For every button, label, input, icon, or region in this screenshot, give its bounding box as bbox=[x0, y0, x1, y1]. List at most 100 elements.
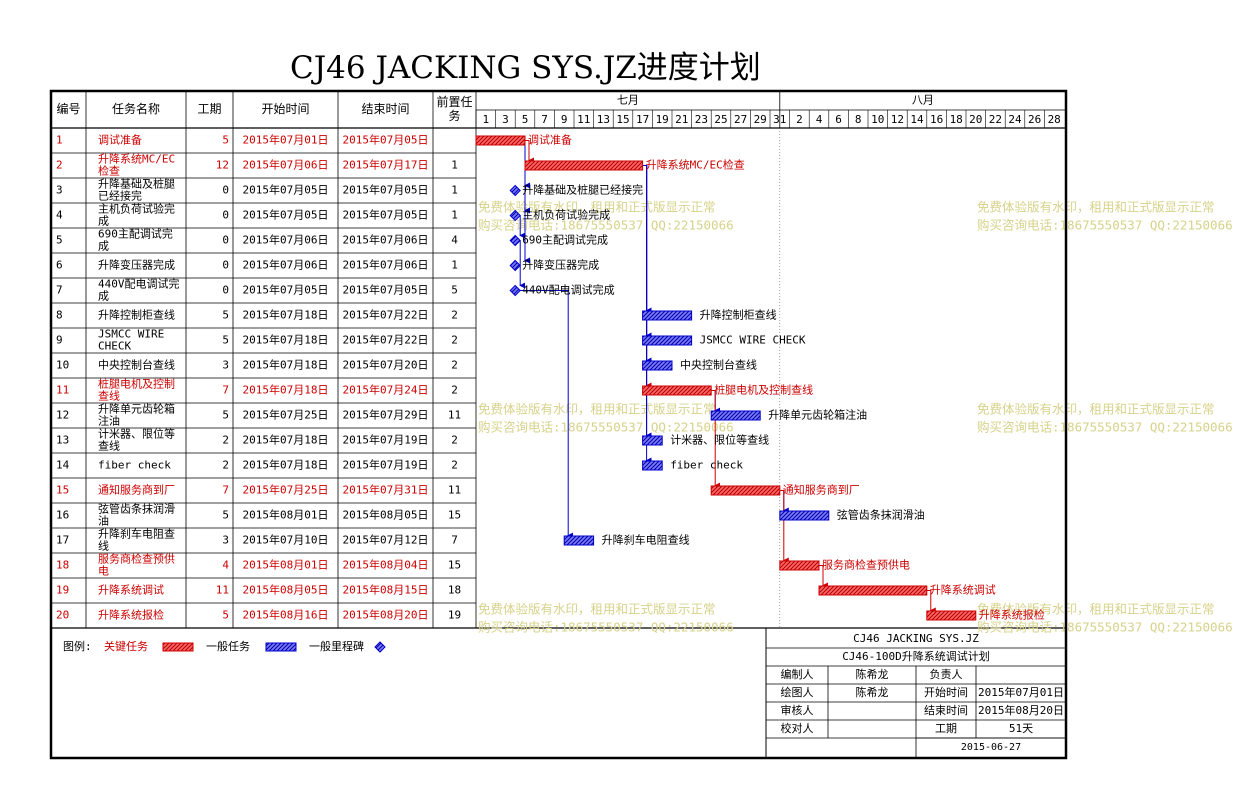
watermark-line-1: 免费体验版有水印，租用和正式版显示正常 bbox=[977, 602, 1215, 617]
task-start: 2015年07月05日 bbox=[243, 208, 329, 222]
task-start: 2015年07月25日 bbox=[243, 408, 329, 422]
critical-task-bar bbox=[710, 485, 781, 496]
watermark-line-2: 购买咨询电话:18675550537 QQ:22150066 bbox=[478, 420, 734, 435]
title-block-reviewer-label: 审核人 bbox=[781, 703, 814, 717]
header-pred-1: 前置任 bbox=[436, 94, 472, 109]
task-name: 中央控制台查线 bbox=[98, 358, 175, 372]
task-duration: 5 bbox=[222, 134, 229, 147]
watermark-line-2: 购买咨询电话:18675550537 QQ:22150066 bbox=[977, 420, 1233, 435]
task-id: 17 bbox=[56, 534, 69, 547]
day-tick-label: 12 bbox=[891, 113, 904, 126]
task-bar-label: 桩腿电机及控制查线 bbox=[714, 383, 813, 397]
task-start: 2015年07月25日 bbox=[243, 483, 329, 497]
day-tick-label: 27 bbox=[734, 113, 747, 126]
page-title: CJ46 JACKING SYS.JZ进度计划 bbox=[290, 50, 761, 86]
task-start: 2015年07月10日 bbox=[243, 533, 329, 547]
task-bar-label: 升降单元齿轮箱注油 bbox=[768, 408, 867, 422]
watermark-line-2: 购买咨询电话:18675550537 QQ:22150066 bbox=[977, 218, 1233, 233]
task-bars bbox=[162, 135, 977, 653]
day-tick-label: 11 bbox=[577, 113, 590, 126]
title-block-project: CJ46 JACKING SYS.JZ bbox=[853, 632, 979, 645]
task-end: 2015年08月05日 bbox=[343, 508, 429, 522]
task-end: 2015年07月17日 bbox=[343, 158, 429, 172]
task-id: 18 bbox=[56, 559, 69, 572]
task-bar-label: 调试准备 bbox=[528, 133, 572, 147]
milestone-label: 440V配电调试完成 bbox=[522, 283, 615, 297]
task-name: 升降系统报检 bbox=[98, 608, 164, 622]
task-bar-label: JSMCC WIRE CHECK bbox=[700, 334, 806, 347]
day-tick-label: 5 bbox=[522, 113, 529, 126]
day-tick-label: 23 bbox=[695, 113, 708, 126]
task-name-line-1: 计米器、限位等 bbox=[98, 427, 175, 441]
task-bar-label: 升降刹车电阻查线 bbox=[602, 533, 690, 547]
header-pred-2: 务 bbox=[448, 108, 460, 123]
task-id: 13 bbox=[56, 434, 69, 447]
title-block-owner-label: 负责人 bbox=[930, 667, 963, 681]
task-start: 2015年07月06日 bbox=[243, 158, 329, 172]
task-bar-label: 升降系统MC/EC检查 bbox=[646, 158, 745, 172]
general-task-bar bbox=[710, 410, 761, 421]
task-name-line-2: 油 bbox=[98, 514, 109, 528]
day-tick-label: 28 bbox=[1048, 113, 1061, 126]
task-end: 2015年07月22日 bbox=[343, 308, 429, 322]
task-duration: 5 bbox=[222, 334, 229, 347]
task-duration: 4 bbox=[222, 559, 229, 572]
task-id: 5 bbox=[56, 234, 63, 247]
task-start: 2015年07月18日 bbox=[243, 383, 329, 397]
task-name-line-2: 成 bbox=[98, 215, 109, 228]
title-block-start: 2015年07月01日 bbox=[978, 685, 1064, 699]
task-end: 2015年08月20日 bbox=[343, 608, 429, 622]
watermark-line-1: 免费体验版有水印，租用和正式版显示正常 bbox=[478, 602, 716, 617]
milestone-diamond bbox=[509, 284, 521, 297]
task-start: 2015年07月18日 bbox=[243, 308, 329, 322]
task-start: 2015年07月06日 bbox=[243, 258, 329, 272]
title-block-end-label: 结束时间 bbox=[924, 704, 968, 717]
title-block-plan-name: CJ46-100D升降系统调试计划 bbox=[842, 649, 990, 663]
day-tick-label: 7 bbox=[541, 113, 548, 126]
critical-task-bar bbox=[642, 385, 712, 396]
task-name-line-1: 690主配调试完 bbox=[98, 227, 173, 241]
task-duration: 0 bbox=[222, 259, 229, 272]
dependency-line bbox=[819, 565, 828, 589]
day-tick-label: 14 bbox=[910, 113, 924, 126]
milestone-diamond bbox=[509, 259, 521, 272]
milestone-label: 主机负荷试验完成 bbox=[522, 208, 610, 222]
task-id: 14 bbox=[56, 459, 70, 472]
day-tick-label: 21 bbox=[675, 113, 688, 126]
task-predecessor: 2 bbox=[451, 359, 458, 372]
milestone-label: 690主配调试完成 bbox=[522, 233, 608, 247]
day-tick-label: 16 bbox=[930, 113, 943, 126]
task-start: 2015年07月18日 bbox=[243, 358, 329, 372]
milestone-label: 升降基础及桩腿已经接完 bbox=[522, 183, 643, 197]
task-predecessor: 1 bbox=[451, 209, 458, 222]
task-predecessor: 18 bbox=[448, 584, 461, 597]
general-task-bar bbox=[642, 435, 663, 446]
task-name-line-1: 升降单元齿轮箱 bbox=[98, 402, 175, 416]
title-block-end: 2015年08月20日 bbox=[978, 703, 1064, 717]
task-id: 1 bbox=[56, 134, 63, 147]
task-name-line-2: 线 bbox=[98, 539, 109, 553]
header-end: 结束时间 bbox=[361, 102, 409, 116]
day-tick-label: 26 bbox=[1028, 113, 1041, 126]
title-block-duration-label: 工期 bbox=[935, 722, 957, 735]
watermark-line-2: 购买咨询电话:18675550537 QQ:22150066 bbox=[977, 620, 1233, 635]
task-bar-label: 通知服务商到厂 bbox=[783, 483, 860, 497]
task-bar-label: 服务商检查预供电 bbox=[822, 558, 910, 572]
watermark-line-2: 购买咨询电话:18675550537 QQ:22150066 bbox=[478, 620, 734, 635]
header-name: 任务名称 bbox=[112, 101, 160, 116]
task-start: 2015年08月01日 bbox=[243, 558, 329, 572]
watermark-line-1: 免费体验版有水印，租用和正式版显示正常 bbox=[478, 200, 716, 215]
task-id: 4 bbox=[56, 209, 63, 222]
title-block-start-label: 开始时间 bbox=[924, 685, 968, 699]
day-tick-label: 22 bbox=[989, 113, 1002, 126]
task-duration: 5 bbox=[222, 409, 229, 422]
task-duration: 3 bbox=[222, 534, 229, 547]
title-block-drawer-label: 绘图人 bbox=[781, 685, 814, 699]
task-end: 2015年07月12日 bbox=[343, 533, 429, 547]
header-month-august: 八月 bbox=[912, 94, 934, 107]
task-duration: 0 bbox=[222, 284, 229, 297]
task-start: 2015年07月18日 bbox=[243, 433, 329, 447]
task-predecessor: 1 bbox=[451, 259, 458, 272]
